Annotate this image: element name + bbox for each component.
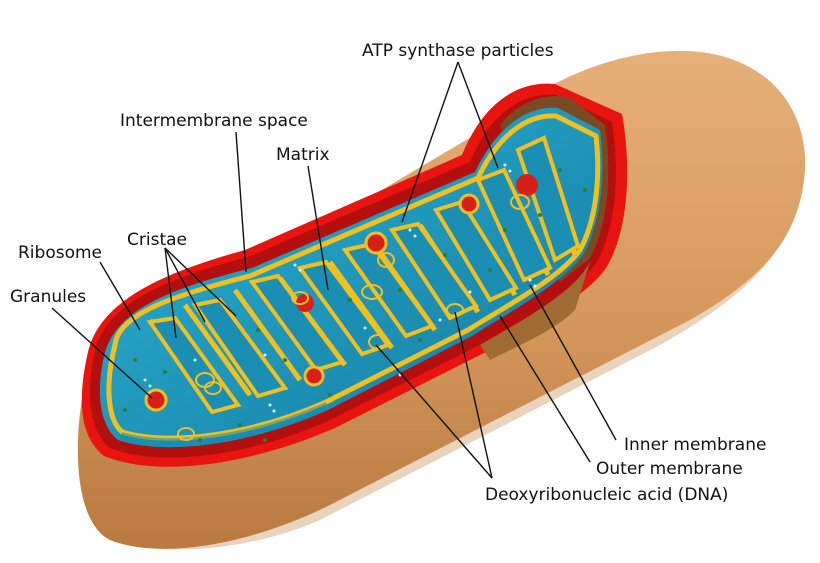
dna-rings [177, 194, 530, 441]
crista-walls [146, 135, 581, 415]
label-dna: Deoxyribonucleic acid (DNA) [485, 485, 728, 505]
label-outer-membrane: Outer membrane [596, 459, 743, 479]
label-ribosome: Ribosome [18, 243, 102, 263]
matrix-faces [120, 402, 326, 447]
label-atp-synthase: ATP synthase particles [362, 41, 554, 61]
label-inner-membrane: Inner membrane [624, 435, 766, 455]
cut-interior-floor [480, 262, 590, 360]
label-intermembrane-space: Intermembrane space [120, 111, 308, 131]
ribosomes [123, 168, 587, 442]
leader-lines [51, 61, 617, 479]
label-matrix: Matrix [276, 145, 330, 165]
label-granules: Granules [10, 287, 86, 307]
matrix-specks [143, 163, 537, 413]
label-cristae: Cristae [127, 230, 187, 250]
